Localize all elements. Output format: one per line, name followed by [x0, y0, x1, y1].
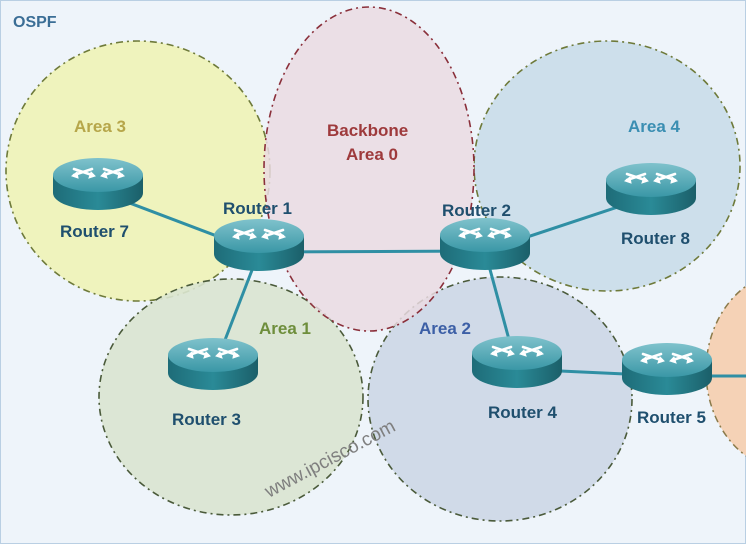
router-icon [604, 161, 698, 217]
area-0-label: Area 0 [346, 145, 398, 164]
area-1-region [98, 278, 364, 516]
router-icon [470, 334, 564, 390]
area-4-label: Area 4 [628, 117, 681, 136]
backbone-label: Backbone [327, 121, 408, 140]
router-1-label: Router 1 [223, 199, 292, 218]
diagram-title: OSPF [13, 14, 57, 31]
router-4-label: Router 4 [488, 403, 558, 422]
router-icon [620, 341, 714, 397]
router-icon [166, 336, 260, 392]
backbone-area-0-region [263, 6, 475, 332]
router-icon [438, 216, 532, 272]
router-7-label: Router 7 [60, 222, 129, 241]
router-3-label: Router 3 [172, 410, 241, 429]
area-3-label: Area 3 [74, 117, 126, 136]
area-4-region [473, 40, 741, 292]
router-2-label: Router 2 [442, 201, 511, 220]
area-1-label: Area 1 [259, 319, 311, 338]
router-icon [51, 156, 145, 212]
router-5-label: Router 5 [637, 408, 706, 427]
router-8-label: Router 8 [621, 229, 690, 248]
area-2-region [367, 276, 633, 522]
router-icon [212, 217, 306, 273]
area-2-label: Area 2 [419, 319, 471, 338]
